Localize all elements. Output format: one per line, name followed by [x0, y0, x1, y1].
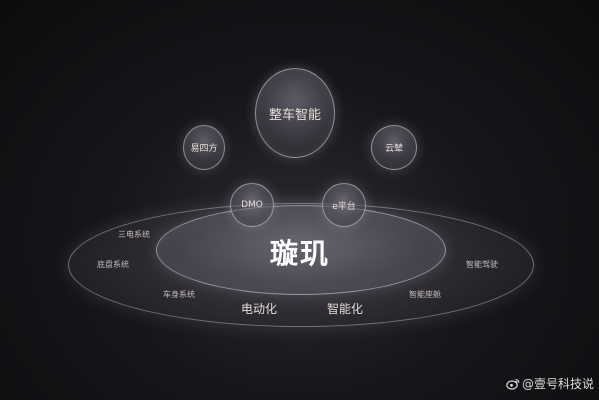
watermark-text: @壹号科技说: [522, 377, 595, 391]
bubble-e-platform: e平台: [322, 183, 366, 227]
bubble-label: 整车智能: [268, 107, 321, 123]
watermark: @壹号科技说: [506, 375, 594, 392]
bubble-yunnian: 云辇: [371, 125, 417, 170]
label-intelligent-cockpit: 智能座舱: [409, 290, 441, 299]
bubble-label: DMO: [241, 200, 263, 210]
label-body-system: 车身系统: [163, 290, 195, 299]
bubble-label: 易四方: [190, 144, 218, 154]
inner-ring: [156, 205, 446, 295]
bubble-vehicle-intelligence: 整车智能: [255, 68, 335, 158]
weibo-icon: [506, 378, 520, 390]
label-chassis-system: 底盘系统: [97, 260, 129, 269]
xuanji-logo: 璇玑: [269, 237, 330, 270]
label-intelligentization: 智能化: [327, 302, 364, 316]
label-electrification: 电动化: [241, 302, 278, 316]
bubble-dmo: DMO: [230, 183, 274, 227]
bubble-label: 云辇: [384, 144, 403, 154]
bubble-label: e平台: [332, 201, 356, 212]
bubble-yisifang: 易四方: [183, 125, 225, 170]
label-intelligent-driving: 智能驾驶: [466, 260, 498, 269]
label-three-electric-system: 三电系统: [118, 230, 150, 239]
